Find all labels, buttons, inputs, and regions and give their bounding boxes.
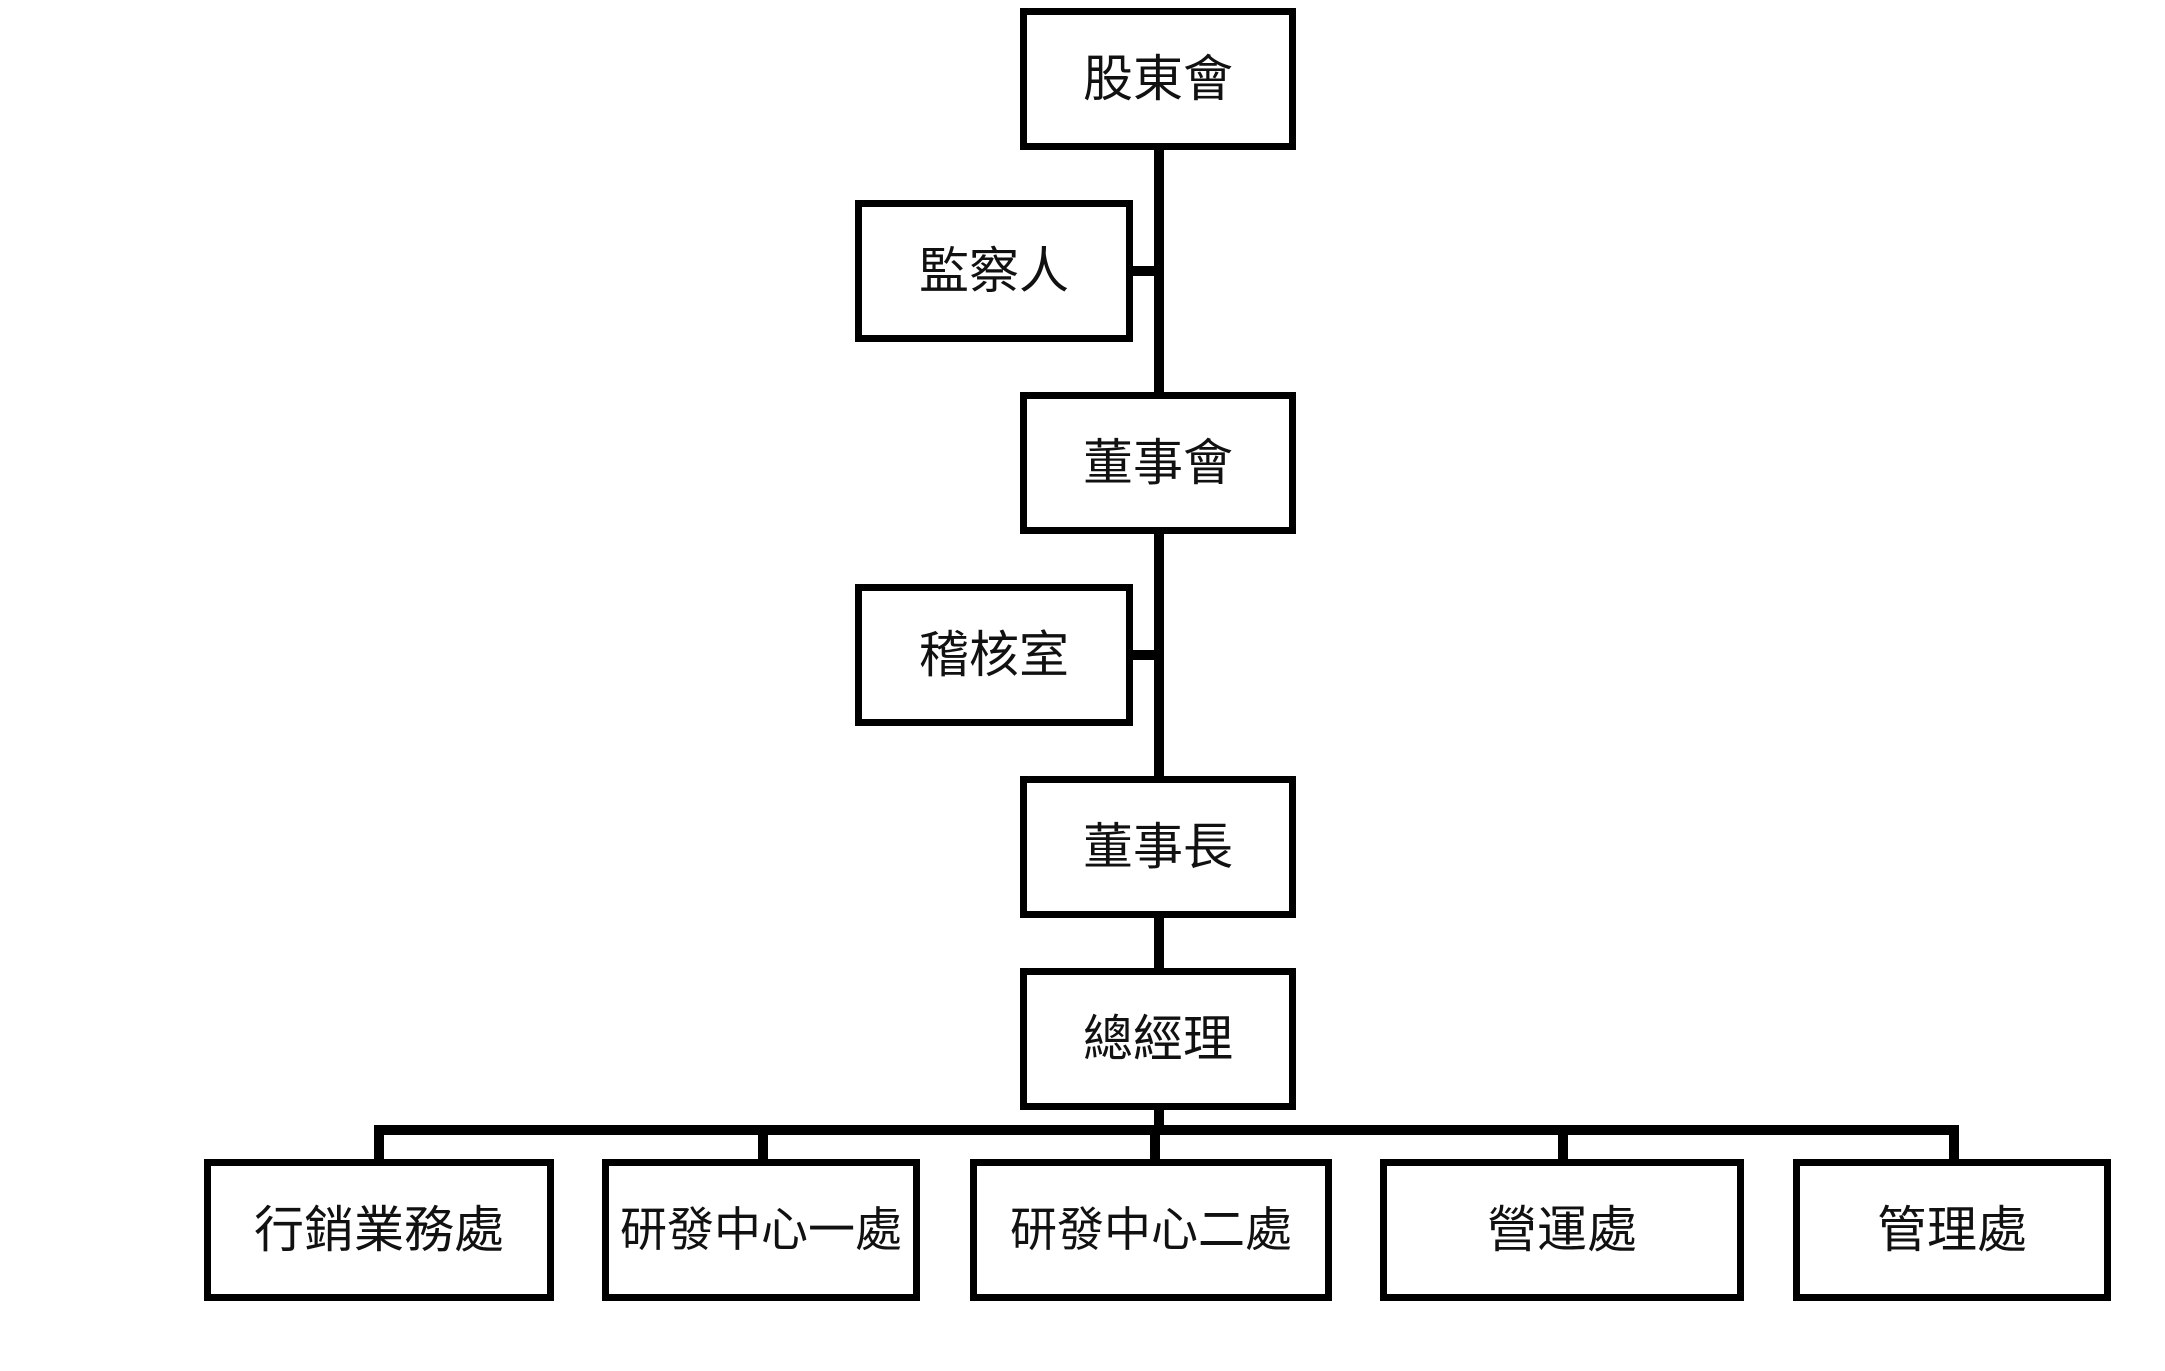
- label-board: 董事會: [1083, 434, 1233, 492]
- connector-department-bus: [374, 1125, 1959, 1135]
- box-audit: 稽核室: [855, 584, 1133, 726]
- connector-drop-dept-2: [758, 1125, 768, 1159]
- label-department-4: 營運處: [1487, 1201, 1637, 1259]
- box-general-manager: 總經理: [1020, 968, 1296, 1110]
- label-department-1: 行銷業務處: [254, 1201, 504, 1259]
- box-board: 董事會: [1020, 392, 1296, 534]
- label-department-3: 研發中心二處: [1010, 1202, 1292, 1258]
- label-chairman: 董事長: [1083, 818, 1233, 876]
- box-department-1: 行銷業務處: [204, 1159, 554, 1301]
- box-department-2: 研發中心一處: [602, 1159, 920, 1301]
- connector-drop-dept-5: [1949, 1125, 1959, 1159]
- connector-trunk-shareholders-board: [1154, 146, 1164, 396]
- connector-supervisor-branch: [1129, 266, 1159, 276]
- box-department-3: 研發中心二處: [970, 1159, 1332, 1301]
- label-department-5: 管理處: [1877, 1201, 2027, 1259]
- connector-drop-dept-4: [1558, 1125, 1568, 1159]
- box-department-5: 管理處: [1793, 1159, 2111, 1301]
- label-supervisor: 監察人: [919, 242, 1069, 300]
- connector-drop-dept-3: [1150, 1125, 1160, 1159]
- box-chairman: 董事長: [1020, 776, 1296, 918]
- connector-audit-branch: [1129, 650, 1159, 660]
- box-department-4: 營運處: [1380, 1159, 1744, 1301]
- connector-gm-bus-drop: [1154, 1106, 1164, 1130]
- connector-trunk-board-chairman: [1154, 530, 1164, 780]
- label-audit: 稽核室: [919, 626, 1069, 684]
- label-general-manager: 總經理: [1083, 1010, 1233, 1068]
- connector-drop-dept-1: [374, 1125, 384, 1159]
- box-shareholders: 股東會: [1020, 8, 1296, 150]
- label-shareholders: 股東會: [1083, 50, 1233, 108]
- label-department-2: 研發中心一處: [620, 1202, 902, 1258]
- box-supervisor: 監察人: [855, 200, 1133, 342]
- connector-chairman-gm: [1154, 914, 1164, 972]
